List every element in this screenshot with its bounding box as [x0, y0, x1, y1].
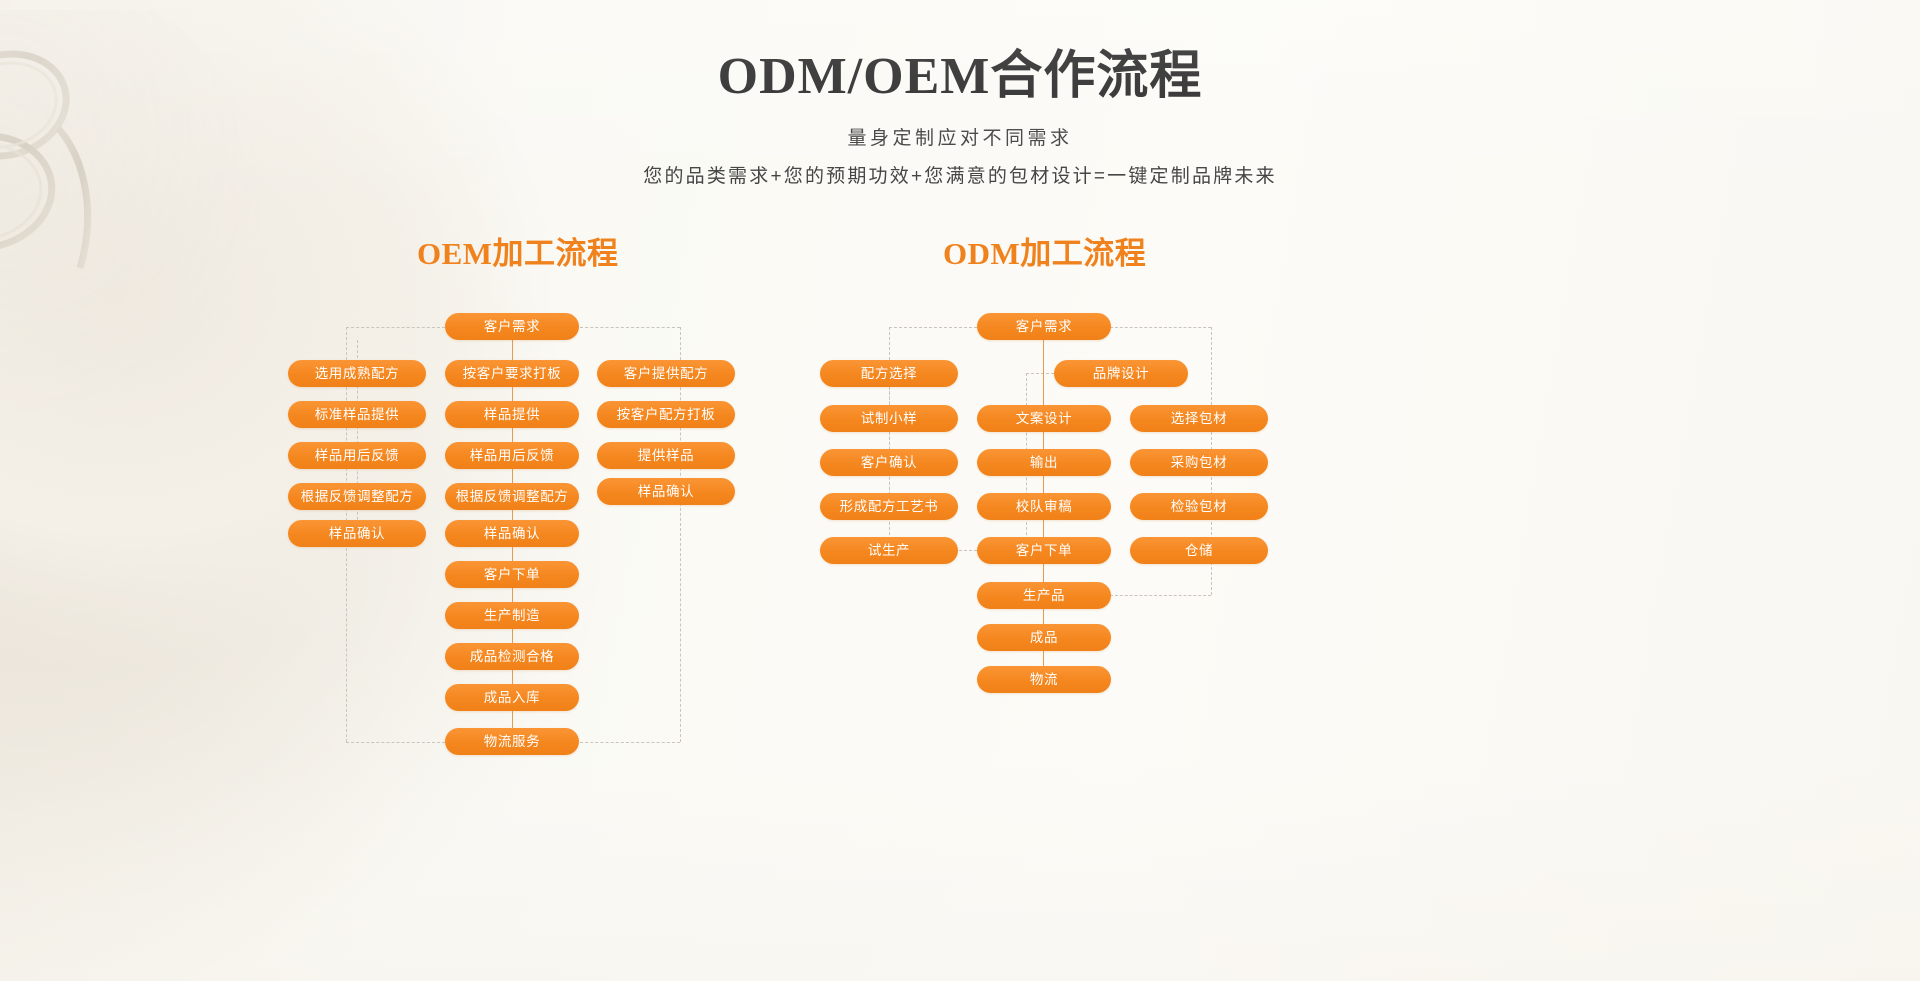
odm-right-node-4[interactable]: 仓储 — [1130, 537, 1268, 564]
oem-right-node-1[interactable]: 客户提供配方 — [597, 360, 735, 387]
oem-center-node-6[interactable]: 客户下单 — [445, 561, 579, 588]
oem-left-column-chain — [357, 340, 358, 540]
oem-right-node-4[interactable]: 样品确认 — [597, 478, 735, 505]
oem-connector-top-left — [346, 327, 445, 328]
odm-left-node-4[interactable]: 形成配方工艺书 — [820, 493, 958, 520]
odm-right-node-2[interactable]: 采购包材 — [1130, 449, 1268, 476]
oem-right-node-3[interactable]: 提供样品 — [597, 442, 735, 469]
oem-center-node-2[interactable]: 样品提供 — [445, 401, 579, 428]
odm-center-node-1[interactable]: 品牌设计 — [1054, 360, 1188, 387]
odm-center-node-7[interactable]: 成品 — [977, 624, 1111, 651]
odm-center-node-4[interactable]: 校队审稿 — [977, 493, 1111, 520]
odm-center-node-3[interactable]: 输出 — [977, 449, 1111, 476]
oem-center-node-7[interactable]: 生产制造 — [445, 602, 579, 629]
odm-left-node-3[interactable]: 客户确认 — [820, 449, 958, 476]
subtitle-line-1: 量身定制应对不同需求 — [847, 128, 1073, 150]
odm-connector-bottom-right — [1110, 595, 1211, 596]
page-header: ODM/OEM合作流程 量身定制应对不同需求 您的品类需求+您的预期功效+您满意… — [0, 48, 1920, 192]
odm-left-node-1[interactable]: 配方选择 — [820, 360, 958, 387]
oem-right-node-2[interactable]: 按客户配方打板 — [597, 401, 735, 428]
oem-left-node-5[interactable]: 样品确认 — [288, 520, 426, 547]
oem-center-node-4[interactable]: 根据反馈调整配方 — [445, 483, 579, 510]
oem-left-node-1[interactable]: 选用成熟配方 — [288, 360, 426, 387]
oem-connector-right-rail — [680, 327, 681, 742]
oem-root-node[interactable]: 客户需求 — [445, 313, 579, 340]
oem-center-node-8[interactable]: 成品检测合格 — [445, 643, 579, 670]
odm-right-node-3[interactable]: 检验包材 — [1130, 493, 1268, 520]
odm-left-node-5[interactable]: 试生产 — [820, 537, 958, 564]
odm-right-node-1[interactable]: 选择包材 — [1130, 405, 1268, 432]
odm-connector-top-right — [1110, 327, 1211, 328]
odm-left-node-2[interactable]: 试制小样 — [820, 405, 958, 432]
oem-connector-top-right — [580, 327, 680, 328]
odm-root-node[interactable]: 客户需求 — [977, 313, 1111, 340]
odm-center-node-8[interactable]: 物流 — [977, 666, 1111, 693]
oem-left-node-2[interactable]: 标准样品提供 — [288, 401, 426, 428]
oem-center-node-10[interactable]: 物流服务 — [445, 728, 579, 755]
page-title: ODM/OEM合作流程 — [717, 48, 1203, 105]
odm-brand-branch-connector — [1026, 373, 1054, 374]
odm-center-node-2[interactable]: 文案设计 — [977, 405, 1111, 432]
oem-left-node-4[interactable]: 根据反馈调整配方 — [288, 483, 426, 510]
odm-connector-top-left — [889, 327, 977, 328]
oem-left-node-3[interactable]: 样品用后反馈 — [288, 442, 426, 469]
subtitle-line-2: 您的品类需求+您的预期功效+您满意的包材设计=一键定制品牌未来 — [643, 165, 1277, 187]
oem-center-node-3[interactable]: 样品用后反馈 — [445, 442, 579, 469]
oem-flow-heading: OEM加工流程 — [417, 236, 619, 271]
oem-connector-bottom-left — [346, 742, 445, 743]
oem-center-node-1[interactable]: 按客户要求打板 — [445, 360, 579, 387]
oem-connector-bottom-right — [580, 742, 680, 743]
odm-flow-heading: ODM加工流程 — [943, 236, 1147, 271]
odm-center-node-5[interactable]: 客户下单 — [977, 537, 1111, 564]
oem-center-node-9[interactable]: 成品入库 — [445, 684, 579, 711]
odm-center-node-6[interactable]: 生产品 — [977, 582, 1111, 609]
oem-center-node-5[interactable]: 样品确认 — [445, 520, 579, 547]
